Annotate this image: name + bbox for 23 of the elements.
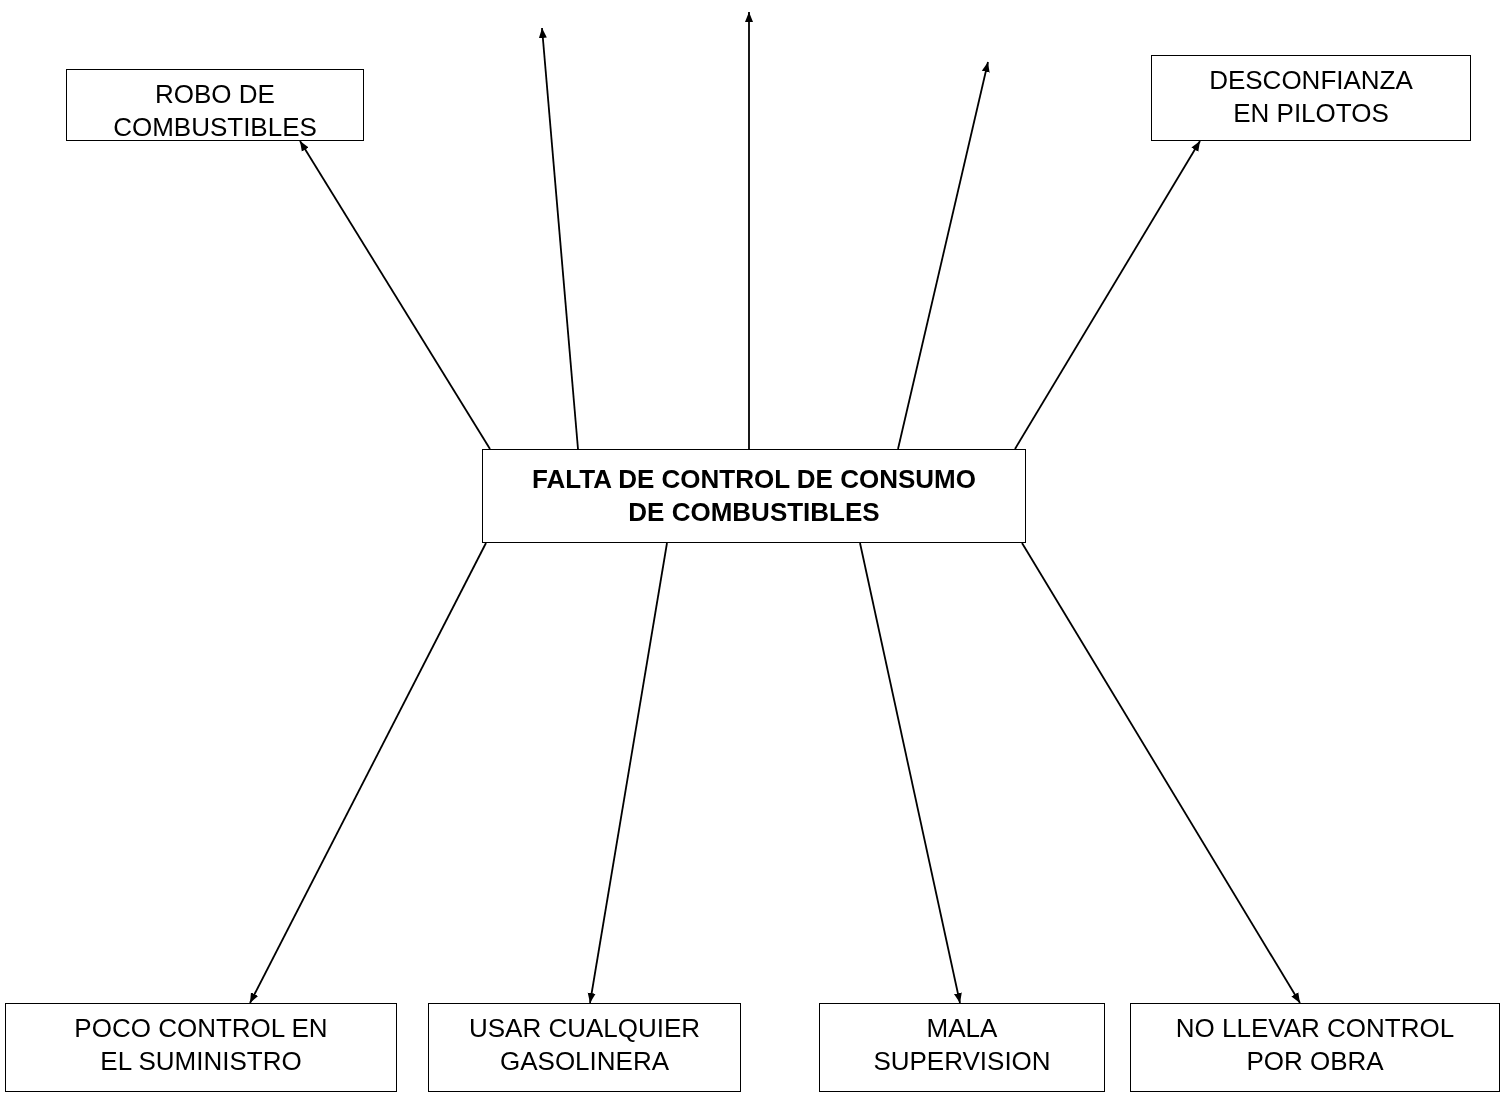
node-label: NO LLEVAR CONTROL POR OBRA <box>1174 1012 1456 1078</box>
arrow <box>1021 542 1301 1004</box>
node-label: POCO CONTROL EN EL SUMINISTRO <box>73 1012 329 1078</box>
box <box>5 1003 397 1092</box>
arrow <box>859 542 962 1004</box>
node-label: MALA SUPERVISION <box>872 1012 1052 1078</box>
arrow <box>299 140 491 450</box>
arrow <box>1014 140 1201 450</box>
arrow <box>897 61 990 450</box>
box <box>66 69 364 141</box>
arrow <box>587 542 668 1004</box>
arrow <box>745 11 753 450</box>
box <box>1130 1003 1500 1092</box>
arrow <box>249 542 487 1004</box>
box <box>428 1003 741 1092</box>
node-label: USAR CUALQUIER GASOLINERA <box>467 1012 702 1078</box>
box <box>482 449 1026 543</box>
box <box>1151 55 1471 141</box>
node-label: DESCONFIANZA EN PILOTOS <box>1208 64 1414 130</box>
box <box>819 1003 1105 1092</box>
node-label: FALTA DE CONTROL DE CONSUMO DE COMBUSTIBLES <box>531 463 977 529</box>
node-label: ROBO DE COMBUSTIBLES <box>112 78 318 144</box>
arrow <box>538 27 579 450</box>
